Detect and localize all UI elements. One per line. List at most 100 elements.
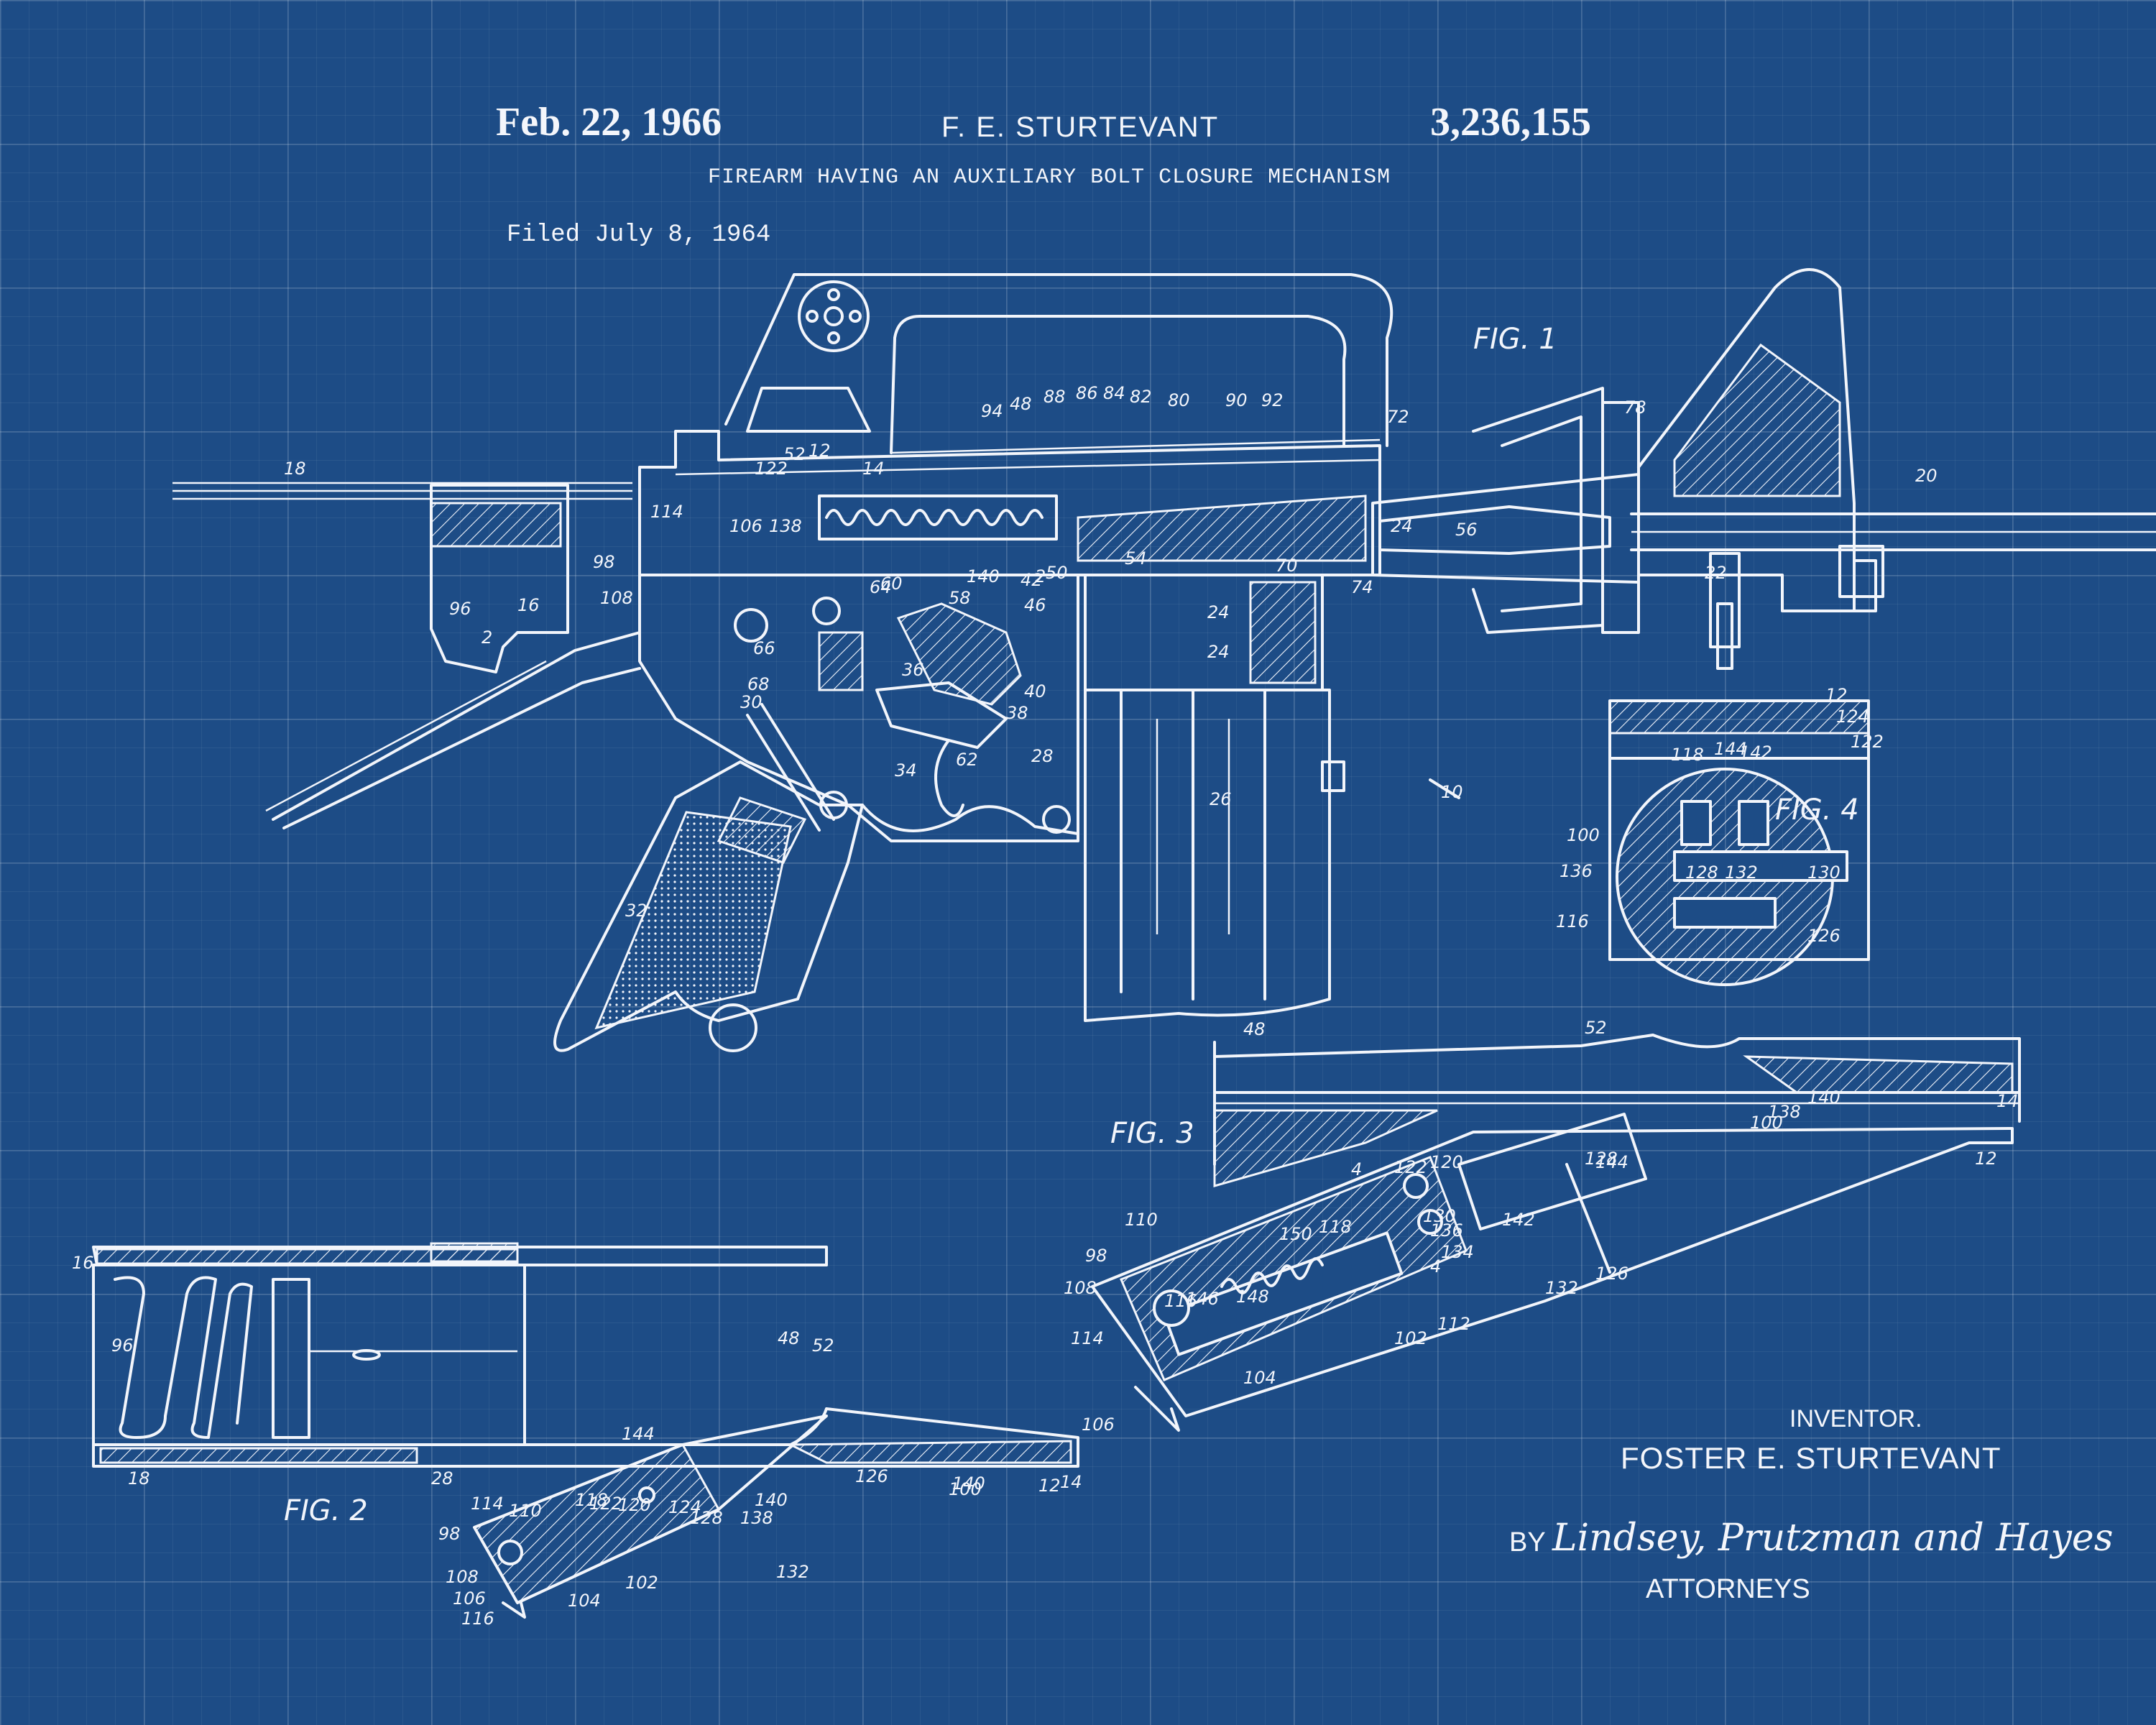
fig3-reference-numeral: 14 [1996, 1091, 2019, 1111]
fig4-reference-numeral: 118 [1671, 745, 1704, 765]
attorneys-label: ATTORNEYS [1646, 1574, 1810, 1604]
fig2-reference-numeral: 100 [949, 1479, 982, 1499]
fig3-reference-numeral: 132 [1545, 1278, 1578, 1298]
fig1-reference-numeral: 80 [1168, 390, 1190, 410]
fig1-reference-numeral: 16 [517, 595, 540, 615]
fig1-reference-numeral: 122 [755, 459, 788, 479]
fig3-reference-numeral: 48 [1243, 1019, 1266, 1039]
fig1-reference-numeral: 106 [729, 516, 763, 536]
fig2-reference-numeral: 140 [952, 1473, 985, 1494]
fig2-reference-numeral: 14 [1060, 1472, 1082, 1492]
fig1-reference-numeral: 48 [1010, 394, 1032, 414]
fig1-reference-numeral: 50 [1046, 563, 1068, 583]
inventor-header: F. E. STURTEVANT [941, 111, 1220, 143]
fig1-reference-numeral: 88 [1044, 387, 1066, 407]
by-label: BY [1509, 1527, 1546, 1558]
fig3-reference-numeral: 128 [1585, 1149, 1618, 1169]
fig2-reference-numeral: 140 [755, 1490, 788, 1510]
fig2-reference-numeral: 18 [128, 1468, 150, 1489]
fig1-rifle-drawing [172, 268, 2156, 1052]
fig1-reference-numeral: 18 [284, 459, 306, 479]
fig3-reference-numeral: 112 [1437, 1314, 1470, 1334]
fig3-reference-numeral: 102 [1394, 1328, 1427, 1348]
fig3-reference-numeral: 114 [1071, 1328, 1104, 1348]
fig1-reference-numeral: 20 [1915, 466, 1938, 486]
fig4-reference-numeral: 12 [1825, 685, 1848, 705]
fig1-reference-numeral: 52 [783, 444, 806, 464]
fig1-reference-numeral: 2 [482, 627, 492, 648]
fig2-reference-numeral: 138 [740, 1508, 773, 1528]
fig3-reference-numeral: 126 [1595, 1264, 1628, 1284]
patent-number: 3,236,155 [1430, 100, 1591, 144]
fig4-reference-numeral: 116 [1556, 911, 1589, 932]
fig1-reference-numeral: 12 [808, 441, 831, 461]
fig2-reference-numeral: 118 [575, 1490, 608, 1510]
fig1-reference-numeral: 34 [895, 760, 917, 781]
fig2-reference-numeral: 52 [812, 1335, 834, 1356]
fig2-reference-numeral: 28 [431, 1468, 453, 1489]
fig1-reference-numeral: 140 [967, 566, 1000, 586]
fig1-reference-numeral: 114 [650, 502, 683, 522]
fig1-reference-numeral: 60 [880, 574, 903, 594]
fig3-reference-numeral: 120 [1430, 1152, 1463, 1172]
fig1-reference-numeral: 62 [956, 750, 978, 770]
fig3-reference-numeral: 104 [1243, 1368, 1276, 1388]
fig3-reference-numeral: 148 [1236, 1287, 1269, 1307]
fig2-reference-numeral: 128 [690, 1508, 723, 1528]
fig1-label: FIG. 1 [1473, 323, 1557, 356]
fig4-label: FIG. 4 [1775, 794, 1859, 827]
fig2-reference-numeral: 48 [778, 1328, 800, 1348]
fig1-reference-numeral: 54 [1125, 548, 1147, 569]
fig4-reference-numeral: 130 [1807, 862, 1841, 883]
fig4-reference-numeral: 122 [1851, 732, 1884, 752]
fig4-reference-numeral: 124 [1836, 707, 1869, 727]
fig3-reference-numeral: 144 [1595, 1152, 1628, 1172]
fig3-reference-numeral: 134 [1441, 1242, 1474, 1262]
fig4-reference-numeral: 144 [1714, 739, 1747, 759]
fig1-reference-numeral: 70 [1276, 556, 1298, 576]
fig3-reference-numeral: 4 [1430, 1256, 1441, 1276]
fig1-reference-numeral: 94 [981, 401, 1003, 421]
fig1-reference-numeral: 46 [1024, 595, 1046, 615]
inventor-name: FOSTER E. STURTEVANT [1621, 1441, 2001, 1475]
fig1-reference-numeral: 2 [1035, 566, 1046, 586]
fig2-reference-numeral: 106 [453, 1588, 486, 1609]
fig1-reference-numeral: 56 [1455, 520, 1478, 540]
fig1-reference-numeral: 22 [1705, 563, 1727, 583]
fig2-reference-numeral: 98 [438, 1524, 461, 1544]
fig2-label: FIG. 2 [284, 1494, 368, 1527]
fig1-reference-numeral: 24 [1207, 602, 1230, 622]
fig1-reference-numeral: 14 [862, 459, 885, 479]
fig4-reference-numeral: 126 [1807, 926, 1841, 946]
fig3-reference-numeral: 140 [1807, 1087, 1841, 1108]
fig1-reference-numeral: 40 [1024, 681, 1046, 702]
fig4-reference-numeral: 142 [1739, 742, 1772, 763]
fig2-detail-drawing [92, 1242, 1079, 1619]
fig2-reference-numeral: 124 [668, 1497, 701, 1517]
fig3-label: FIG. 3 [1110, 1117, 1194, 1150]
fig4-reference-numeral: 128 [1685, 862, 1718, 883]
fig1-reference-numeral: 66 [753, 638, 775, 658]
fig2-reference-numeral: 104 [568, 1591, 601, 1611]
fig2-reference-numeral: 132 [776, 1562, 809, 1582]
fig1-reference-numeral: 86 [1076, 383, 1098, 403]
fig1-reference-numeral: 108 [600, 588, 633, 608]
fig2-reference-numeral: 120 [618, 1495, 651, 1515]
inventor-label: INVENTOR. [1789, 1405, 1922, 1432]
fig3-reference-numeral: 118 [1319, 1217, 1352, 1237]
fig1-reference-numeral: 24 [1391, 516, 1413, 536]
fig2-reference-numeral: 110 [509, 1501, 542, 1521]
fig1-reference-numeral: 36 [902, 660, 924, 680]
fig2-reference-numeral: 108 [446, 1567, 479, 1587]
fig3-detail-drawing [1091, 1034, 2021, 1432]
fig2-reference-numeral: 102 [625, 1573, 658, 1593]
fig4-reference-numeral: 100 [1567, 825, 1600, 845]
fig1-reference-numeral: 38 [1006, 703, 1028, 723]
fig3-reference-numeral: 136 [1430, 1220, 1463, 1241]
filed-date: Filed July 8, 1964 [507, 221, 771, 249]
fig2-reference-numeral: 126 [855, 1466, 888, 1486]
fig4-section-drawing [1608, 699, 1870, 986]
fig3-reference-numeral: 100 [1750, 1113, 1783, 1133]
attorneys-signature: Lindsey, Prutzman and Hayes [1552, 1517, 2114, 1560]
